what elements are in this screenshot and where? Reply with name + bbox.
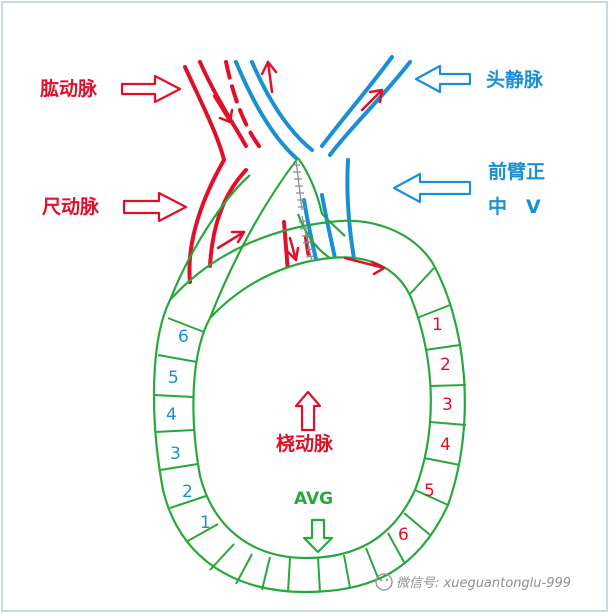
segment-dividers	[153, 267, 467, 593]
pointer-arrows	[120, 64, 472, 554]
avg-pointer-arrow	[302, 518, 334, 554]
ulnar-artery-left	[208, 168, 248, 268]
arrow-vein-up	[260, 60, 278, 94]
venous-segment-2: 2	[182, 482, 193, 502]
brachial-pointer-arrow	[120, 74, 182, 104]
basilic-vein-left	[234, 60, 298, 160]
arterial-segment-1: 1	[432, 315, 443, 335]
watermark-text: 微信号: xueguantonglu-999	[396, 576, 571, 591]
median-pointer-arrow	[392, 172, 472, 204]
label-radial-artery: 桡动脉	[276, 432, 334, 455]
arterial-segment-6: 6	[398, 525, 409, 545]
brachial-artery-right	[198, 60, 248, 148]
venous-segment-1: 1	[200, 513, 211, 533]
arrow-ulnar-up	[216, 230, 246, 250]
wechat-icon	[375, 573, 393, 591]
arterial-segment-3: 3	[442, 395, 453, 415]
venous-segment-numbers: 6 5 4 3 2 1	[166, 327, 211, 533]
ulnar-pointer-arrow	[122, 191, 188, 223]
basilic-vein-right	[250, 60, 314, 152]
flow-arrows	[212, 60, 386, 276]
suture-lines	[292, 159, 315, 263]
arrow-brachial-down	[212, 94, 234, 124]
label-brachial-artery: 肱动脉	[40, 77, 98, 100]
cephalic-pointer-arrow	[414, 64, 472, 94]
label-median-vein-1: 前臂正	[488, 160, 545, 183]
arterial-segment-5: 5	[424, 481, 435, 501]
venous-segment-3: 3	[170, 444, 181, 464]
label-cephalic-vein: 头静脉	[486, 68, 544, 91]
label-ulnar-artery: 尺动脉	[42, 195, 100, 218]
venous-segment-5: 5	[168, 368, 179, 388]
brachial-artery-left	[183, 65, 227, 284]
watermark: 微信号: xueguantonglu-999	[375, 573, 571, 591]
brachial-artery-dashed	[224, 60, 264, 152]
venous-segment-4: 4	[166, 405, 177, 425]
arrow-graft-out	[343, 256, 386, 276]
arrow-radial-down	[286, 236, 300, 262]
label-median-vein-2: 中 V	[488, 195, 541, 218]
cephalic-vein-inner	[320, 55, 394, 148]
cephalic-vein-outer	[328, 60, 412, 157]
label-avg: AVG	[294, 489, 333, 509]
arrow-cephalic-up	[360, 88, 384, 112]
arterial-segment-2: 2	[440, 355, 451, 375]
arterial-segment-4: 4	[440, 435, 451, 455]
arterial-segment-numbers: 1 2 3 4 5 6	[398, 315, 453, 545]
radial-pointer-arrow	[294, 390, 322, 432]
venous-segment-6: 6	[178, 327, 189, 347]
